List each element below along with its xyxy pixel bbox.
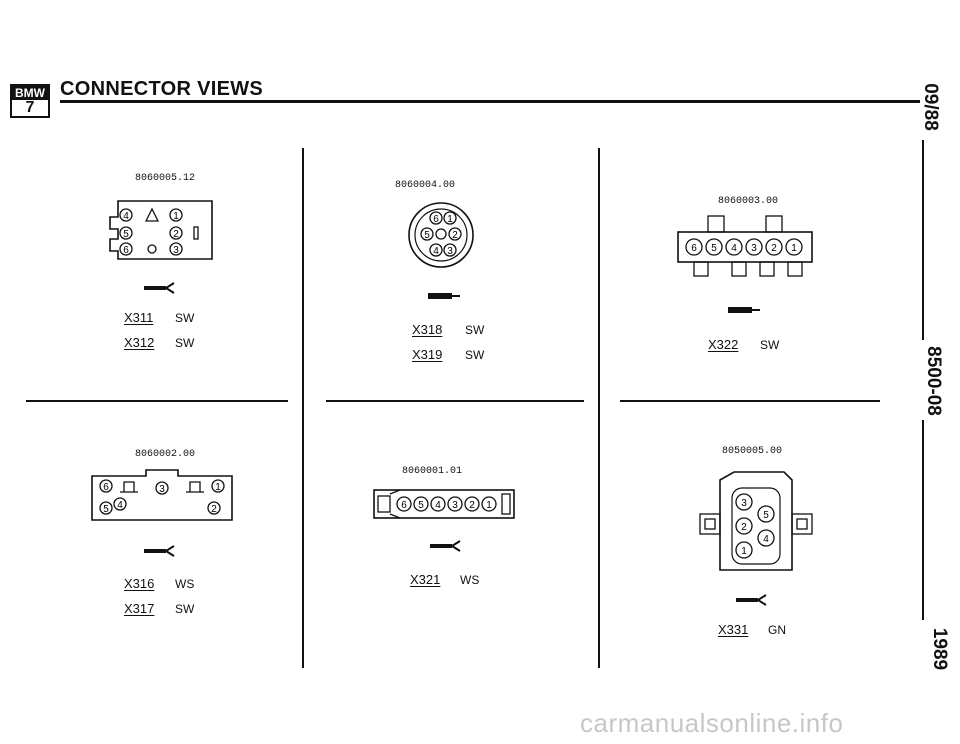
column-divider-2 (598, 148, 600, 668)
connector-id: X331 (718, 622, 749, 637)
connector-diagram-x331: 3 5 2 4 1 (699, 471, 813, 571)
pin-label: 4 (123, 211, 129, 222)
wire-color: SW (175, 602, 195, 616)
pin-label: 4 (433, 246, 439, 257)
pin-label: 2 (211, 504, 217, 515)
pin-label: 5 (418, 500, 424, 511)
connector-diagram-x318: 6 1 5 2 4 3 (408, 202, 474, 268)
pin-label: 2 (469, 500, 475, 511)
pin-label: 5 (711, 243, 717, 254)
pin-label: 2 (452, 230, 458, 241)
connector-diagram-x321: 6 5 4 3 2 1 (373, 489, 515, 519)
connector-id: X322 (708, 337, 739, 352)
wire-color: GN (768, 623, 786, 637)
connector-id: X316 (124, 576, 155, 591)
wire-color: SW (760, 338, 780, 352)
row-divider-3 (620, 400, 880, 402)
connector-id: X318 (412, 322, 443, 337)
logo-brand: BMW (12, 86, 48, 100)
logo-series: 7 (25, 99, 35, 116)
wire-color: SW (465, 323, 485, 337)
pin-label: 6 (433, 214, 439, 225)
pin-label: 5 (763, 510, 769, 521)
pin-label: 4 (435, 500, 441, 511)
pin-label: 1 (741, 546, 747, 557)
wire-color: WS (460, 573, 480, 587)
row-divider-1 (26, 400, 288, 402)
connector-id: X311 (124, 310, 154, 325)
connector-plug-icon (430, 540, 461, 552)
pin-label: 4 (731, 243, 737, 254)
connector-diagram-x311: 4 1 5 2 6 3 (109, 200, 213, 260)
pin-label: 5 (123, 229, 129, 240)
connector-plug-icon (736, 594, 767, 606)
pin-label: 1 (486, 500, 492, 511)
pin-label: 1 (215, 482, 221, 493)
connector-plug-icon (728, 307, 760, 313)
title-underline (60, 100, 920, 103)
pin-label: 3 (159, 484, 165, 495)
pin-label: 2 (741, 522, 747, 533)
part-code: 8060004.00 (395, 180, 456, 191)
pin-label: 4 (117, 500, 123, 511)
part-code: 8060001.01 (402, 466, 463, 477)
wire-color: SW (465, 348, 485, 362)
row-divider-2 (326, 400, 584, 402)
pin-label: 6 (103, 482, 109, 493)
pin-label: 3 (447, 246, 453, 257)
connector-plug-icon (144, 545, 175, 557)
part-code: 8060002.00 (135, 449, 196, 460)
side-year: 1989 (928, 627, 950, 671)
connector-diagram-x316: 6 3 1 5 4 2 (91, 469, 233, 521)
pin-label: 3 (452, 500, 458, 511)
pin-label: 6 (401, 500, 407, 511)
connector-id: X321 (410, 572, 441, 587)
wire-color: SW (175, 311, 195, 325)
column-divider-1 (302, 148, 304, 668)
watermark: carmanualsonline.info (580, 708, 844, 738)
connector-id: X319 (412, 347, 443, 362)
connector-plug-icon (428, 293, 460, 299)
side-line-top (922, 140, 924, 340)
pin-label: 1 (173, 211, 179, 222)
pin-label: 5 (103, 504, 109, 515)
pin-label: 5 (424, 230, 430, 241)
pin-label: 4 (763, 534, 769, 545)
connector-id: X317 (124, 601, 155, 616)
side-date: 09/88 (920, 83, 942, 131)
part-code: 8050005.00 (722, 446, 783, 457)
pin-label: 6 (691, 243, 697, 254)
pin-label: 2 (771, 243, 777, 254)
pin-label: 6 (123, 245, 129, 256)
bmw-7-logo: BMW 7 (10, 84, 50, 118)
pin-label: 3 (751, 243, 757, 254)
part-code: 8060003.00 (718, 196, 779, 207)
part-code: 8060005.12 (135, 173, 196, 184)
connector-diagram-x322: 6 5 4 3 2 1 (677, 215, 813, 277)
pin-label: 1 (791, 243, 797, 254)
connector-plug-icon (144, 282, 175, 294)
connector-id: X312 (124, 335, 155, 350)
pin-label: 3 (173, 245, 179, 256)
wire-color: SW (175, 336, 195, 350)
wire-color: WS (175, 577, 195, 591)
pin-label: 1 (447, 214, 453, 225)
side-code: 8500-08 (923, 346, 945, 416)
pin-label: 2 (173, 229, 179, 240)
side-line-bottom (922, 420, 924, 620)
pin-label: 3 (741, 498, 747, 509)
page-title: CONNECTOR VIEWS (60, 78, 264, 100)
